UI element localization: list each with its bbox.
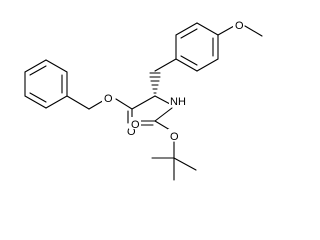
methoxy-oxygen-label: O xyxy=(235,20,244,32)
benzyl-ch2-bond xyxy=(66,95,90,110)
tert-butyl-group xyxy=(151,157,197,181)
chemical-structure: O O O NH O xyxy=(24,18,263,181)
o-carbonyl-bond xyxy=(115,98,133,110)
alpha-stereo-hash-bond xyxy=(149,72,161,94)
benzyl-ring xyxy=(24,59,68,109)
carbamate-carbonyl-oxygen-label: O xyxy=(131,119,140,131)
carbamate-o-bond xyxy=(154,120,171,131)
methoxy-methyl-bond xyxy=(244,25,263,37)
ester-carbonyl-oxygen-label: O xyxy=(127,126,136,138)
carbonyl-alpha-bond xyxy=(131,95,156,110)
aryl-methoxy-o-bond xyxy=(217,25,235,36)
alpha-nh-bond xyxy=(154,95,171,105)
nh-label: NH xyxy=(170,96,186,108)
ch2-aryl-bond xyxy=(154,58,177,72)
nh-carbamate-bond xyxy=(154,107,173,122)
carbamate-oxygen-label: O xyxy=(170,131,179,143)
methoxyphenyl-ring xyxy=(175,22,219,72)
ester-oxygen-label: O xyxy=(104,93,113,105)
